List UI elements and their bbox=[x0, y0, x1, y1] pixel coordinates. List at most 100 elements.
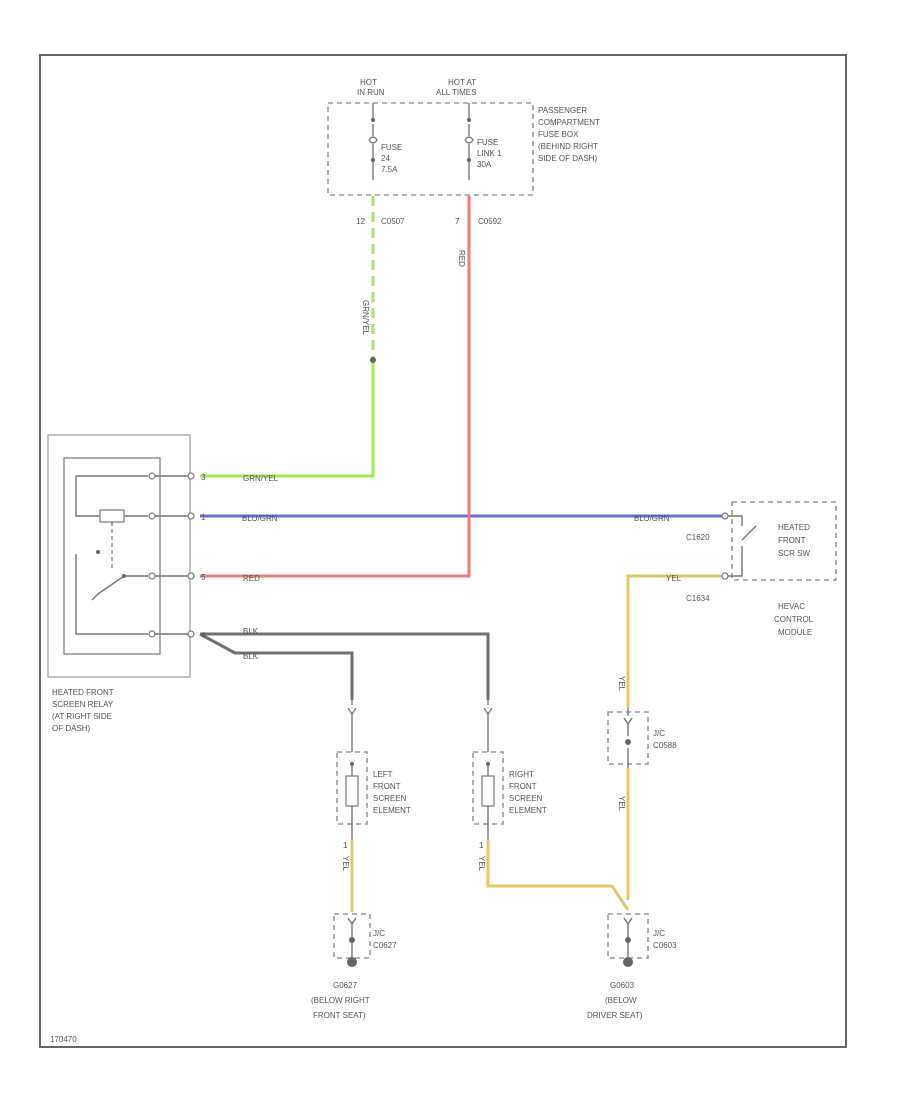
ground-g0627-label-1: G0627 bbox=[333, 981, 358, 990]
relay-switch-node bbox=[96, 550, 100, 554]
hevac-switch-label-2: FRONT bbox=[778, 536, 806, 545]
wire-blu-grn-label-right: BLU/GRN bbox=[634, 514, 670, 523]
relay-pin-3 bbox=[187, 472, 195, 480]
hevac-pin-bottom bbox=[721, 572, 729, 580]
wire-yel-right bbox=[486, 840, 630, 911]
hevac-switch-label-1: HEATED bbox=[778, 523, 810, 532]
relay-pin-4 bbox=[187, 630, 195, 638]
relay-label-2: SCREEN RELAY bbox=[52, 700, 114, 709]
relay-pin-4-label: 4 bbox=[201, 631, 206, 640]
relay-contact bbox=[122, 574, 126, 578]
junction-c0588-node bbox=[625, 739, 631, 745]
wire-yel-label-upper: YEL bbox=[617, 676, 626, 692]
hevac-module-label-2: CONTROL bbox=[774, 615, 814, 624]
hevac-module-outline bbox=[731, 501, 837, 581]
wire-blk-left-arrow bbox=[347, 700, 357, 716]
relay-pin-5 bbox=[187, 572, 195, 580]
wire-blu-grn-label-left: BLU/GRN bbox=[242, 514, 278, 523]
left-element-heater-symbol bbox=[345, 775, 359, 807]
left-element-label-4: ELEMENT bbox=[373, 806, 411, 815]
hevac-pin-top bbox=[721, 512, 729, 520]
connector-c0592-label: C0592 bbox=[478, 217, 502, 226]
relay-pin-4-inner bbox=[148, 630, 156, 638]
fuse-link-label-1: FUSE bbox=[477, 138, 498, 147]
relay-outline bbox=[47, 434, 191, 678]
junction-c0588: J/C C0588 bbox=[607, 708, 677, 768]
fuse-box-label-4: (BEHIND RIGHT bbox=[538, 142, 598, 151]
junction-c0603-label-1: J/C bbox=[653, 929, 665, 938]
right-element-label-1: RIGHT bbox=[509, 770, 534, 779]
pin-7-label: 7 bbox=[455, 217, 460, 226]
fuse-link-node-top bbox=[467, 118, 471, 122]
relay-pin-3-inner bbox=[148, 472, 156, 480]
right-element-label-2: FRONT bbox=[509, 782, 537, 791]
fuse-link-1-symbol bbox=[464, 124, 474, 180]
fuse-box-label-1: PASSENGER bbox=[538, 106, 587, 115]
relay-label-1: HEATED FRONT bbox=[52, 688, 114, 697]
wire-blk-right bbox=[200, 632, 490, 700]
wire-grn-yel bbox=[200, 360, 375, 478]
fuse-24-label-1: FUSE bbox=[381, 143, 402, 152]
fuse-link-label-2: LINK 1 bbox=[477, 149, 502, 158]
heated-front-screen-relay: 3 1 5 4 HEATED FRONT SCREEN RELAY (AT RI… bbox=[47, 434, 206, 733]
wire-blk-label-1: BLK bbox=[243, 627, 259, 636]
wire-yel-label-top: YEL bbox=[666, 574, 682, 583]
ground-g0627-label-3: FRONT SEAT) bbox=[313, 1011, 366, 1020]
wire-red bbox=[200, 196, 471, 578]
relay-pin-5-inner bbox=[148, 572, 156, 580]
fuse-link-node bbox=[467, 158, 471, 162]
relay-pin-5-label: 5 bbox=[201, 573, 206, 582]
right-element-heater-symbol bbox=[481, 775, 495, 807]
junction-c0603-label-2: C0603 bbox=[653, 941, 677, 950]
junction-c0627: J/C C0627 G0627 (BELOW RIGHT FRONT SEAT) bbox=[311, 913, 397, 1020]
ground-g0603-label-2: (BELOW bbox=[605, 996, 637, 1005]
hevac-connector-top-label: C1620 bbox=[686, 533, 710, 542]
wire-yel-label-right: YEL bbox=[477, 856, 486, 872]
hevac-module-label-1: HEVAC bbox=[778, 602, 805, 611]
fuse-24-node bbox=[371, 158, 375, 162]
pin-12-label: 12 bbox=[356, 217, 365, 226]
wire-grn-yel-vertical-label: GRN/YEL bbox=[361, 300, 370, 336]
hot-in-run-label-1: HOT bbox=[360, 78, 377, 87]
junction-c0627-label-1: J/C bbox=[373, 929, 385, 938]
hevac-connector-bottom-label: C1634 bbox=[686, 594, 710, 603]
junction-c0603-node bbox=[625, 937, 631, 943]
hevac-control-module: C1620 C1634 HEATED FRONT SCR SW HEVAC CO… bbox=[686, 501, 837, 637]
wire-blk-left bbox=[199, 632, 354, 700]
fuse-link-label-3: 30A bbox=[477, 160, 492, 169]
hot-in-run-label-2: IN RUN bbox=[357, 88, 385, 97]
relay-inner bbox=[63, 457, 161, 655]
fuse-box-label-2: COMPARTMENT bbox=[538, 118, 600, 127]
junction-c0627-outline bbox=[333, 913, 371, 959]
wire-yel-label-left: YEL bbox=[341, 856, 350, 872]
wire-grn-yel-label: GRN/YEL bbox=[243, 474, 279, 483]
ground-g0627-symbol bbox=[347, 957, 357, 967]
left-element-label-2: FRONT bbox=[373, 782, 401, 791]
junction-c0588-label-2: C0588 bbox=[653, 741, 677, 750]
hevac-module-label-3: MODULE bbox=[778, 628, 812, 637]
fuse-24-label-3: 7.5A bbox=[381, 165, 398, 174]
wire-blk-label-2: BLK bbox=[243, 652, 259, 661]
wire-grn-yel-dashed bbox=[200, 196, 375, 478]
relay-pin-1-inner bbox=[148, 512, 156, 520]
left-element-label-3: SCREEN bbox=[373, 794, 407, 803]
fuse-24-symbol bbox=[368, 124, 378, 180]
wire-yel-top bbox=[626, 574, 722, 708]
wire-red-vertical-label: RED bbox=[457, 250, 466, 267]
right-front-screen-element: RIGHT FRONT SCREEN ELEMENT 1 bbox=[472, 751, 547, 850]
splice-grn-yel bbox=[370, 357, 376, 363]
relay-pin-3-label: 3 bbox=[201, 473, 206, 482]
relay-label-3: (AT RIGHT SIDE bbox=[52, 712, 112, 721]
diagram-frame bbox=[39, 54, 847, 1048]
ground-g0627-label-2: (BELOW RIGHT bbox=[311, 996, 370, 1005]
relay-coil-symbol bbox=[99, 509, 125, 523]
right-element-label-4: ELEMENT bbox=[509, 806, 547, 815]
wire-yel-label-lower: YEL bbox=[617, 796, 626, 812]
connector-c0507-label: C0507 bbox=[381, 217, 405, 226]
left-element-label-1: LEFT bbox=[373, 770, 393, 779]
left-front-screen-element: LEFT FRONT SCREEN ELEMENT 1 bbox=[336, 751, 411, 850]
passenger-fuse-box: HOT IN RUN HOT AT ALL TIMES FUSE 24 7.5A… bbox=[327, 78, 600, 226]
junction-c0603: J/C C0603 G0603 (BELOW DRIVER SEAT) bbox=[587, 913, 677, 1020]
relay-label-4: OF DASH) bbox=[52, 724, 91, 733]
